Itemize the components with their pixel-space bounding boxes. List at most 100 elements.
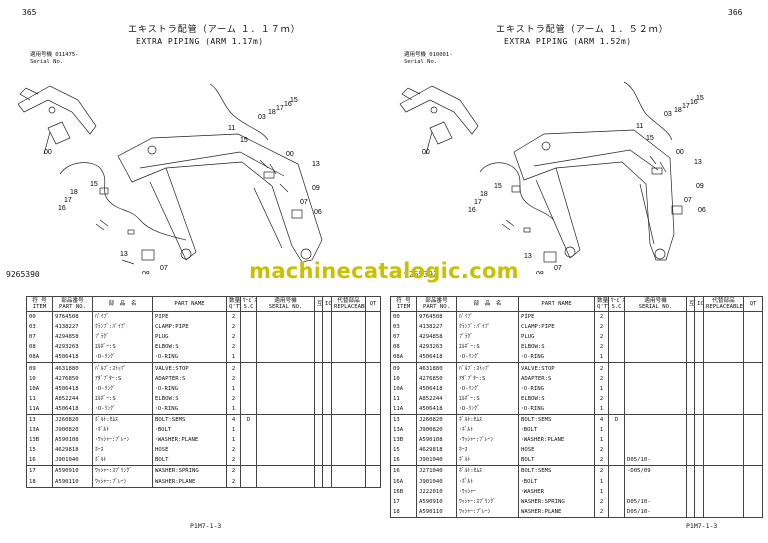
callout-label: 06: [698, 207, 706, 214]
cell-interchangeability: [314, 383, 323, 394]
cell-repl-qt: [743, 322, 763, 333]
cell-part-name: ELBOW:S: [152, 393, 227, 404]
cell-item: 13: [26, 413, 53, 426]
callout-label: 15: [696, 95, 704, 102]
cell-part-name-jp: ･O-ﾘﾝｸﾞ: [456, 403, 519, 415]
cell-interchangeability: [314, 425, 323, 436]
cell-qty: 2: [226, 332, 241, 343]
cell-replaceable-part: [703, 362, 744, 374]
cell-qty: 1: [226, 435, 241, 446]
cell-serial-no: [256, 425, 315, 436]
callout-label: 15: [290, 97, 298, 104]
callout-label: 18: [674, 107, 682, 114]
serial-label: 適用号機 010001- Serial No.: [404, 52, 453, 66]
cell-interchangeability: [686, 435, 695, 446]
cell-interchangeability: [314, 445, 323, 456]
cell-replaceable-part: [331, 435, 366, 446]
cell-service-code: D: [608, 413, 625, 426]
cell-part-no: A590108: [416, 435, 457, 446]
cell-part-name: ･WASHER: [518, 486, 595, 497]
callout-label: 08: [536, 271, 544, 274]
cell-part-name: CLAMP:PIPE: [518, 322, 595, 333]
cell-part-name: ･O-RING: [152, 403, 227, 415]
cell-replaceable-part: [703, 393, 744, 404]
cell-repl-qt: [743, 465, 763, 477]
cell-part-no: A590910: [52, 465, 93, 477]
cell-item: 08A: [26, 352, 53, 363]
cell-serial-no: [256, 445, 315, 456]
cell-repl-ic: [322, 393, 332, 404]
cell-item: 09: [390, 362, 417, 374]
cell-item: 16: [26, 455, 53, 466]
cell-item: 00: [26, 311, 53, 323]
cell-part-name: ELBOW:S: [152, 342, 227, 353]
cell-service-code: [608, 332, 625, 343]
cell-part-no: A852244: [416, 393, 457, 404]
cell-replaceable-part: [331, 373, 366, 384]
cell-serial-no: [256, 393, 315, 404]
cell-repl-qt: [365, 465, 381, 477]
cell-part-no: 4506418: [416, 383, 457, 394]
cell-service-code: [240, 342, 257, 353]
callout-label: 00: [422, 149, 430, 156]
cell-part-name-jp: ﾎﾞﾙﾄ:ｾﾑｽ: [456, 465, 519, 477]
cell-part-name-jp: ﾌﾟﾗｸﾞ: [456, 332, 519, 343]
cell-service-code: [240, 465, 257, 477]
cell-part-no: J260820: [416, 413, 457, 426]
cell-part-no: A590910: [416, 496, 457, 507]
cell-repl-qt: [743, 486, 763, 497]
cell-part-no: 4631880: [52, 362, 93, 374]
cell-part-name-jp: ﾎｰｽ: [456, 445, 519, 456]
cell-serial-no: [624, 393, 687, 404]
cell-replaceable-part: [331, 413, 366, 426]
page-title-en: EXTRA PIPING (ARM 1.52m): [504, 37, 632, 46]
cell-qty: 2: [594, 445, 609, 456]
cell-part-no: 4506418: [416, 403, 457, 415]
cell-part-name-jp: ﾊﾟｲﾌﾟ: [456, 311, 519, 323]
cell-interchangeability: [686, 373, 695, 384]
cell-part-name-jp: ｸﾗﾝﾌﾟ:ﾊﾟｲﾌﾟ: [92, 322, 153, 333]
cell-replaceable-part: [331, 465, 366, 477]
serial-en: Serial No.: [30, 59, 64, 65]
col-qty: 数量Q'TY: [226, 296, 241, 312]
cell-service-code: [608, 342, 625, 353]
cell-part-no: 4506418: [52, 383, 93, 394]
cell-interchangeability: [686, 486, 695, 497]
cell-service-code: [608, 352, 625, 363]
cell-service-code: [240, 476, 257, 488]
cell-part-name: BOLT: [152, 455, 227, 466]
cell-part-no: A590110: [416, 506, 457, 518]
cell-part-name-jp: ･ﾜｯｼｬｰ:ﾌﾟﾚｰﾝ: [92, 435, 153, 446]
cell-serial-no: D05/10-: [624, 496, 687, 507]
cell-service-code: [608, 362, 625, 374]
cell-qty: 1: [594, 403, 609, 415]
cell-part-name: ･O-RING: [518, 352, 595, 363]
cell-replaceable-part: [703, 311, 744, 323]
callout-label: 17: [64, 197, 72, 204]
cell-replaceable-part: [703, 322, 744, 333]
cell-part-name-jp: ﾎﾞﾙﾄ:ｾﾑｽ: [456, 413, 519, 426]
cell-part-name-jp: ﾊﾞﾙﾌﾞ:ｽﾄｯﾌﾟ: [456, 362, 519, 374]
cell-qty: 2: [594, 373, 609, 384]
callout-label: 07: [684, 197, 692, 204]
cell-qty: 2: [226, 393, 241, 404]
cell-repl-ic: [322, 476, 332, 488]
cell-service-code: [240, 373, 257, 384]
callout-label: 16: [690, 99, 698, 106]
cell-serial-no: [624, 342, 687, 353]
cell-repl-qt: [743, 476, 763, 487]
cell-qty: 1: [594, 435, 609, 446]
cell-repl-ic: [694, 445, 704, 456]
cell-serial-no: [624, 332, 687, 343]
cell-part-no: J260820: [52, 413, 93, 426]
cell-item: 18: [26, 476, 53, 488]
cell-part-name: CLAMP:PIPE: [152, 322, 227, 333]
col-service-code: ｻｰﾋﾞｽ ｺｰﾄﾞS.C: [240, 296, 257, 312]
watermark: machinecatalogic.com: [249, 259, 519, 283]
